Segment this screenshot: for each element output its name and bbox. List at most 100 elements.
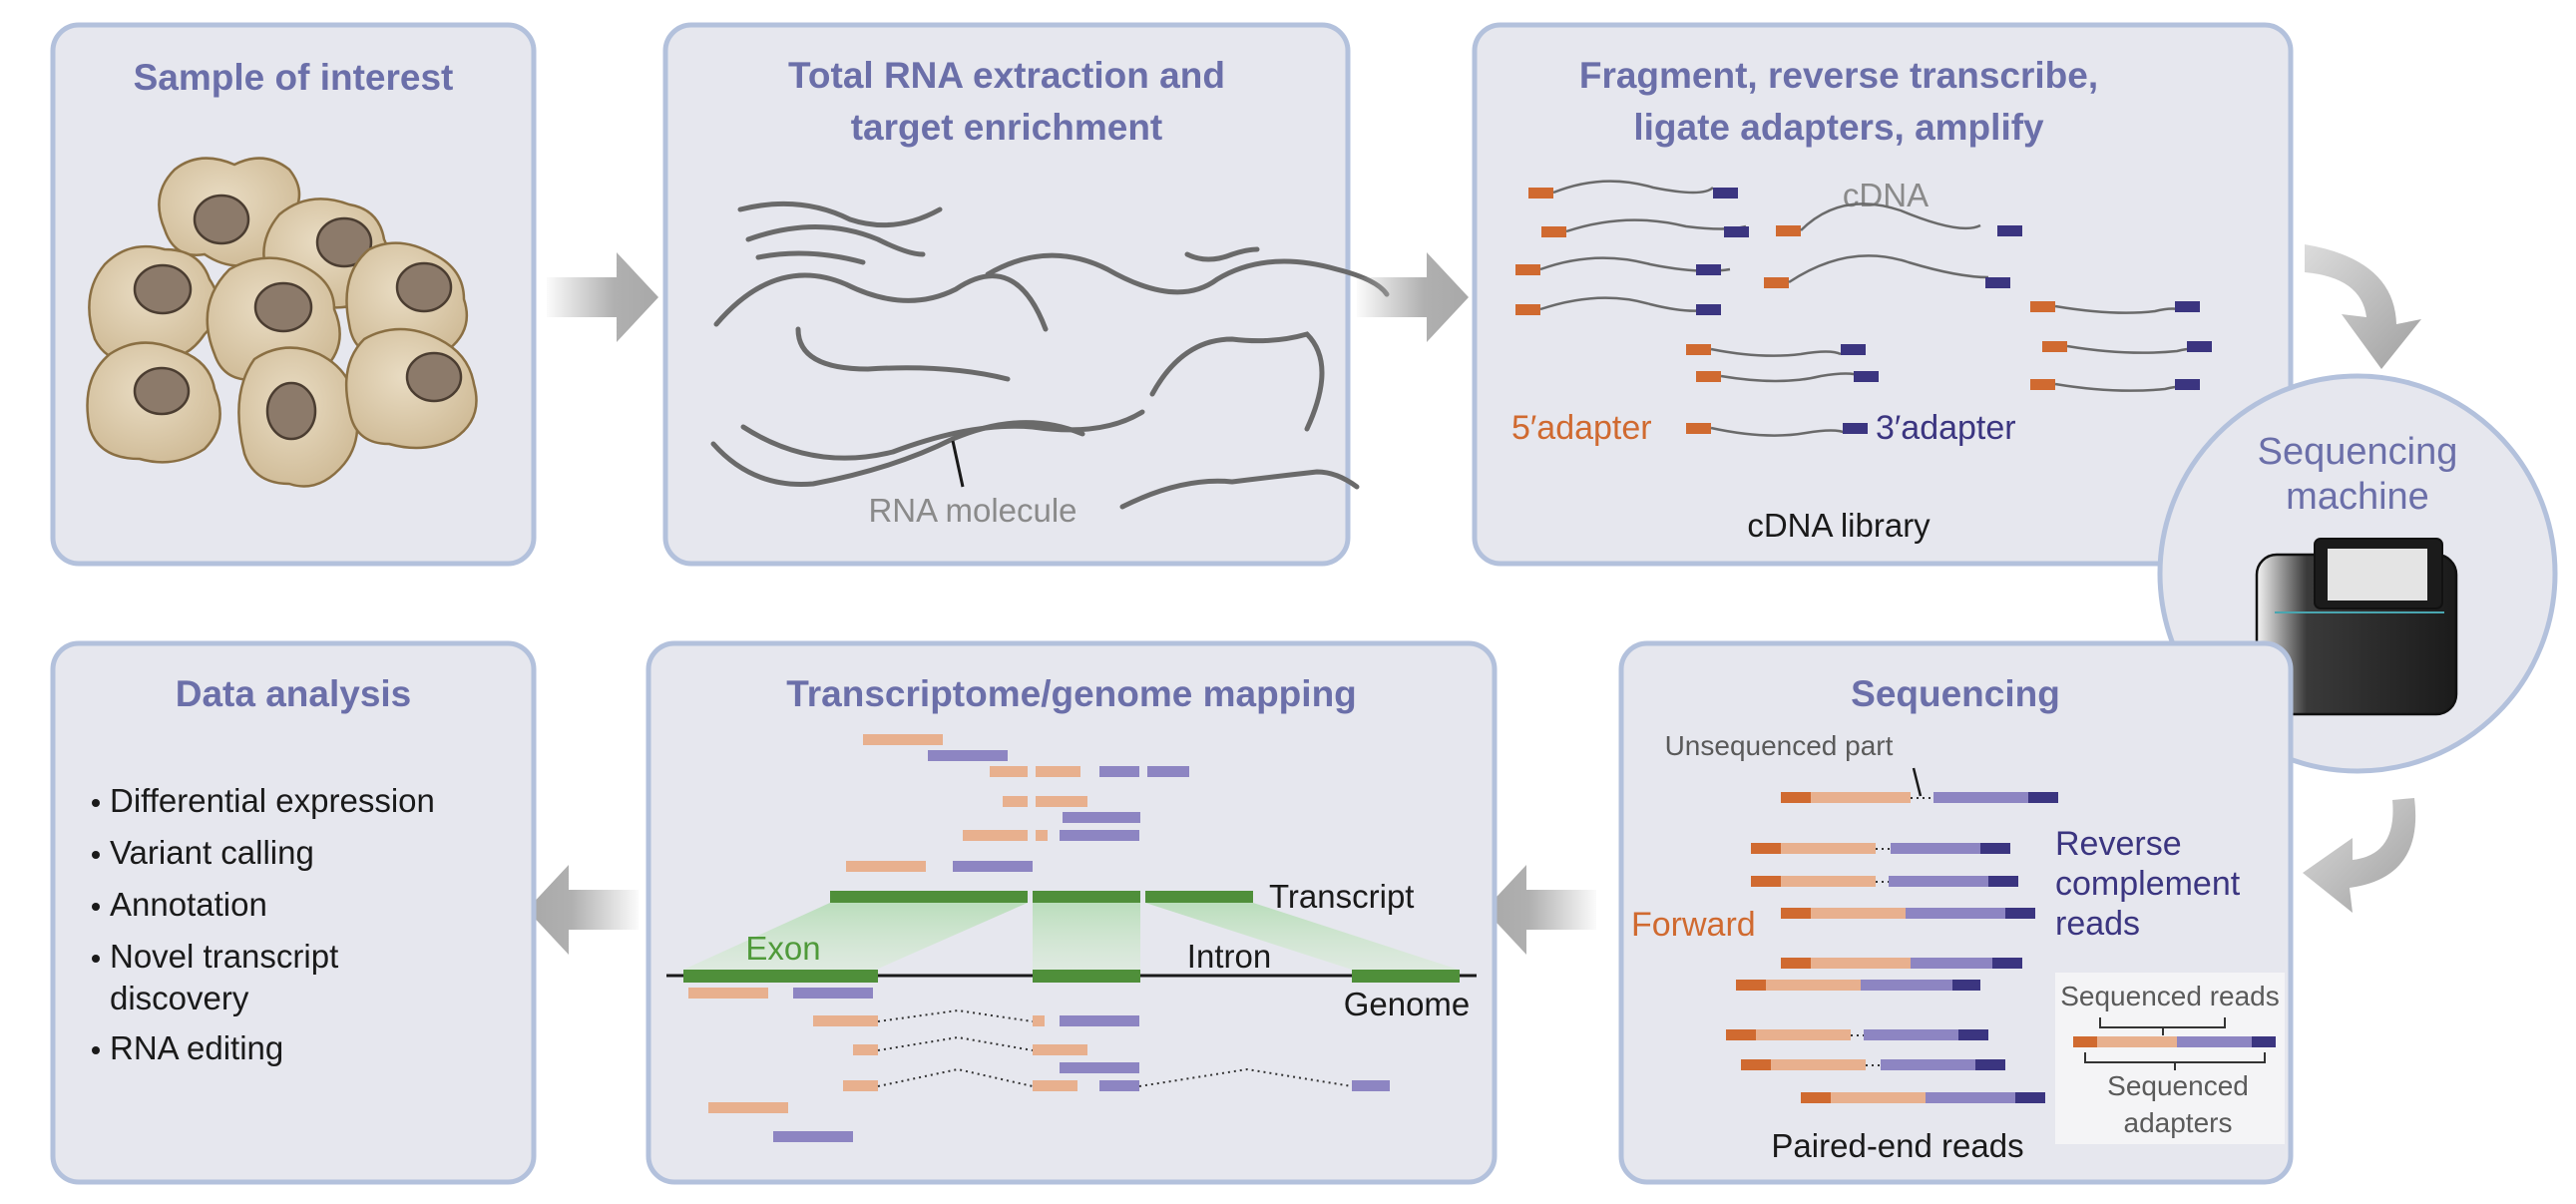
cdna-fragment bbox=[2042, 341, 2212, 354]
cdna-fragment bbox=[2030, 301, 2200, 314]
panel-extraction-title-line2: target enrichment bbox=[851, 107, 1163, 148]
legend-sequenced-reads: Sequenced reads bbox=[2060, 981, 2280, 1011]
rna-strand bbox=[1149, 331, 1325, 432]
rna-molecule-label: RNA molecule bbox=[868, 492, 1076, 529]
bullet-item: RNA editing bbox=[110, 1029, 283, 1066]
intron-label: Intron bbox=[1187, 938, 1271, 975]
curved-arrow-back bbox=[2303, 798, 2416, 913]
machine-title-line2: machine bbox=[2286, 476, 2429, 518]
forward-label: Forward bbox=[1631, 906, 1756, 944]
paired-end-label: Paired-end reads bbox=[1771, 1127, 2023, 1164]
panel-library: Fragment, reverse transcribe, ligate ada… bbox=[1472, 22, 2294, 567]
unsequenced-part-label: Unsequenced part bbox=[1665, 730, 1894, 761]
reverse-label-line1: Reverse bbox=[2055, 825, 2182, 863]
cell-nucleus bbox=[265, 381, 317, 441]
rna-strand bbox=[985, 252, 1390, 297]
cdna-fragment bbox=[1764, 254, 2010, 288]
rna-strand bbox=[1119, 469, 1360, 510]
legend-box bbox=[2055, 973, 2285, 1144]
panel-analysis-box bbox=[50, 640, 537, 1185]
bullet-item-continuation: discovery bbox=[110, 980, 249, 1016]
flow-arrow bbox=[1357, 252, 1469, 342]
cdna-fragment bbox=[1686, 423, 1868, 437]
cdna-fragment bbox=[1528, 180, 1738, 199]
paired-read bbox=[1751, 843, 2010, 854]
panel-sample-title: Sample of interest bbox=[134, 57, 454, 98]
cdna-fragment bbox=[1515, 256, 1731, 275]
paired-read bbox=[1736, 980, 1980, 991]
paired-read bbox=[1781, 908, 2035, 919]
rna-strand bbox=[745, 224, 926, 257]
genome-exon bbox=[1033, 970, 1140, 983]
cell-nucleus bbox=[193, 194, 250, 245]
rna-strand bbox=[710, 420, 1085, 487]
transcript-exon bbox=[1145, 891, 1253, 903]
cell-nucleus bbox=[315, 216, 373, 268]
cell-nucleus bbox=[133, 263, 193, 315]
cell-nucleus bbox=[405, 351, 463, 403]
rna-strand bbox=[737, 201, 943, 228]
cdna-fragment bbox=[1696, 371, 1879, 383]
bullet-item: Novel transcript bbox=[110, 938, 338, 975]
paired-read bbox=[1781, 792, 2058, 803]
panel-extraction-title-line1: Total RNA extraction and bbox=[788, 55, 1225, 96]
panel-library-title-line2: ligate adapters, amplify bbox=[1633, 107, 2044, 148]
cell-cluster bbox=[86, 157, 478, 488]
exon-projection bbox=[683, 903, 1459, 970]
paired-read bbox=[1741, 1059, 2005, 1070]
paired-read bbox=[1801, 1092, 2045, 1103]
transcript-exon bbox=[1033, 891, 1140, 903]
panel-analysis-title: Data analysis bbox=[176, 673, 412, 714]
reverse-label-line3: reads bbox=[2055, 905, 2140, 943]
legend-sequenced-adapters-line2: adapters bbox=[2124, 1107, 2233, 1138]
panel-sequencing-title: Sequencing bbox=[1851, 673, 2060, 714]
sequencer-icon bbox=[2255, 538, 2458, 716]
cdna-fragment bbox=[1776, 202, 2022, 236]
transcript-exon bbox=[830, 891, 1028, 903]
analysis-bullet-list: Differential expression Variant calling … bbox=[92, 782, 435, 1066]
cdna-fragments bbox=[1515, 180, 2212, 437]
cell-nucleus bbox=[133, 366, 191, 416]
cdna-library-label: cDNA library bbox=[1747, 507, 1931, 544]
cdna-fragment bbox=[1686, 344, 1866, 357]
bullet-item: Variant calling bbox=[110, 834, 314, 871]
genome-label: Genome bbox=[1344, 986, 1471, 1022]
genome-exon bbox=[683, 970, 878, 983]
rna-strand bbox=[755, 250, 866, 265]
flow-arrow bbox=[1485, 865, 1596, 955]
flow-arrow bbox=[547, 252, 658, 342]
bullet-item: Annotation bbox=[110, 886, 267, 923]
panel-mapping: Transcriptome/genome mapping Transcript bbox=[645, 640, 1498, 1185]
cdna-fragment bbox=[1541, 218, 1749, 237]
paired-read bbox=[1781, 958, 2022, 969]
rna-strand bbox=[713, 272, 1049, 332]
panel-library-box bbox=[1472, 22, 2294, 567]
rna-strand bbox=[1184, 246, 1260, 262]
panel-analysis: Data analysis Differential expression Va… bbox=[50, 640, 537, 1185]
legend-sequenced-adapters-line1: Sequenced bbox=[2107, 1070, 2249, 1101]
cell-nucleus bbox=[253, 281, 313, 333]
flow-arrow bbox=[527, 865, 639, 955]
unsequenced-pointer bbox=[1912, 767, 1923, 797]
three-prime-adapter-label: 3′adapter bbox=[1876, 409, 2016, 447]
curved-arrow-down bbox=[2305, 244, 2421, 369]
transcript-reads bbox=[846, 734, 1189, 872]
panel-sequencing: Sequencing Unsequenced part Forward Reve… bbox=[1618, 640, 2294, 1185]
sequencing-legend: Sequenced reads Sequenced adapters bbox=[2055, 973, 2285, 1144]
cell-nucleus bbox=[395, 261, 453, 313]
rna-pointer bbox=[951, 440, 965, 488]
transcript-label: Transcript bbox=[1269, 878, 1414, 915]
rna-molecules bbox=[710, 201, 1390, 510]
rna-strand bbox=[795, 326, 1011, 382]
panel-extraction-box bbox=[662, 22, 1351, 567]
genome-exon bbox=[1352, 970, 1460, 983]
panel-mapping-title: Transcriptome/genome mapping bbox=[786, 673, 1357, 714]
transcript bbox=[830, 891, 1253, 903]
panel-sample: Sample of interest bbox=[50, 22, 537, 567]
cdna-fragment bbox=[1515, 296, 1721, 315]
panel-library-title-line1: Fragment, reverse transcribe, bbox=[1579, 55, 2098, 96]
machine-title-line1: Sequencing bbox=[2258, 431, 2458, 473]
five-prime-adapter-label: 5′adapter bbox=[1511, 409, 1652, 447]
sequencer-screen bbox=[2328, 549, 2427, 601]
bullet-item: Differential expression bbox=[110, 782, 435, 819]
